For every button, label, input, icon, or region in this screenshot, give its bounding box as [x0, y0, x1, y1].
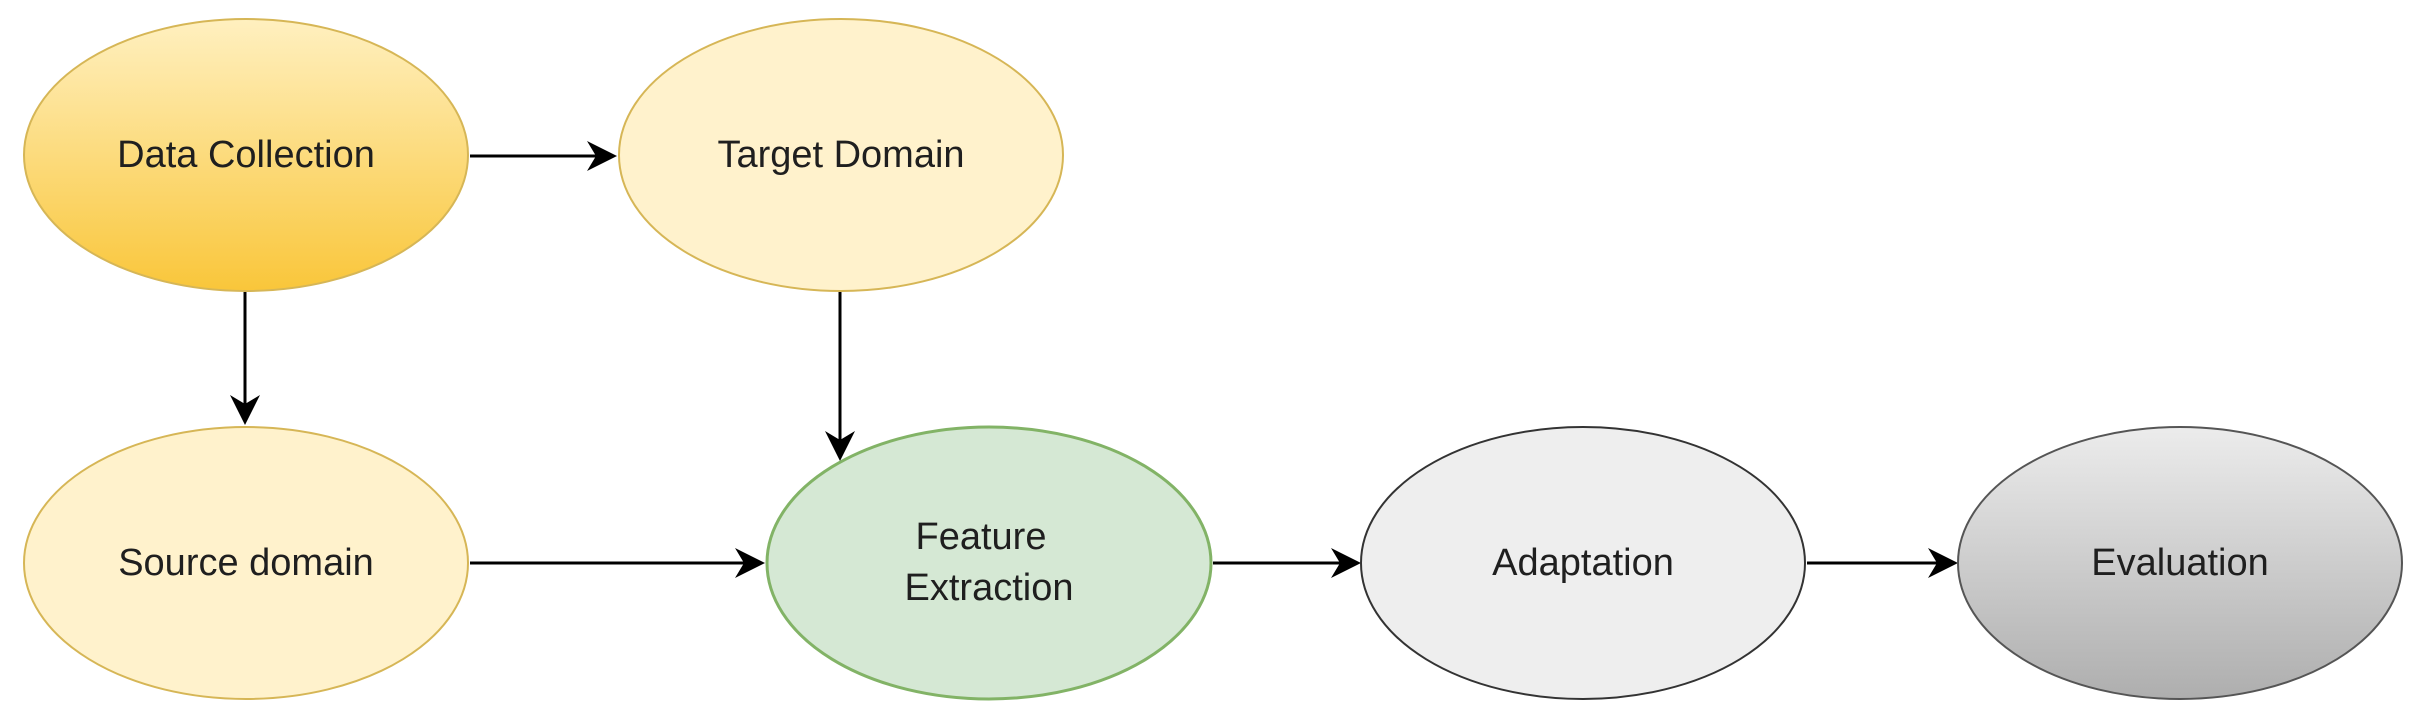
node-target-domain-label: Target Domain [717, 134, 964, 176]
node-feature-extraction-shape [765, 425, 1213, 701]
node-feature-extraction: Feature Extraction [765, 425, 1213, 701]
node-adaptation-label: Adaptation [1492, 542, 1674, 584]
node-target-domain: Target Domain [618, 18, 1064, 292]
node-adaptation-shape [1360, 426, 1806, 700]
node-adaptation: Adaptation [1360, 426, 1806, 700]
node-source-domain-label: Source domain [118, 542, 374, 584]
node-data-collection-label: Data Collection [117, 134, 375, 176]
node-data-collection-shape [23, 18, 469, 292]
node-source-domain: Source domain [23, 426, 469, 700]
node-data-collection: Data Collection [23, 18, 469, 292]
node-feature-extraction-label-line1: Feature [916, 516, 1047, 558]
node-feature-extraction-label-line2: Extraction [905, 567, 1074, 609]
node-target-domain-shape [618, 18, 1064, 292]
node-source-domain-shape [23, 426, 469, 700]
node-evaluation-shape [1957, 426, 2403, 700]
node-evaluation: Evaluation [1957, 426, 2403, 700]
node-evaluation-label: Evaluation [2091, 542, 2268, 584]
